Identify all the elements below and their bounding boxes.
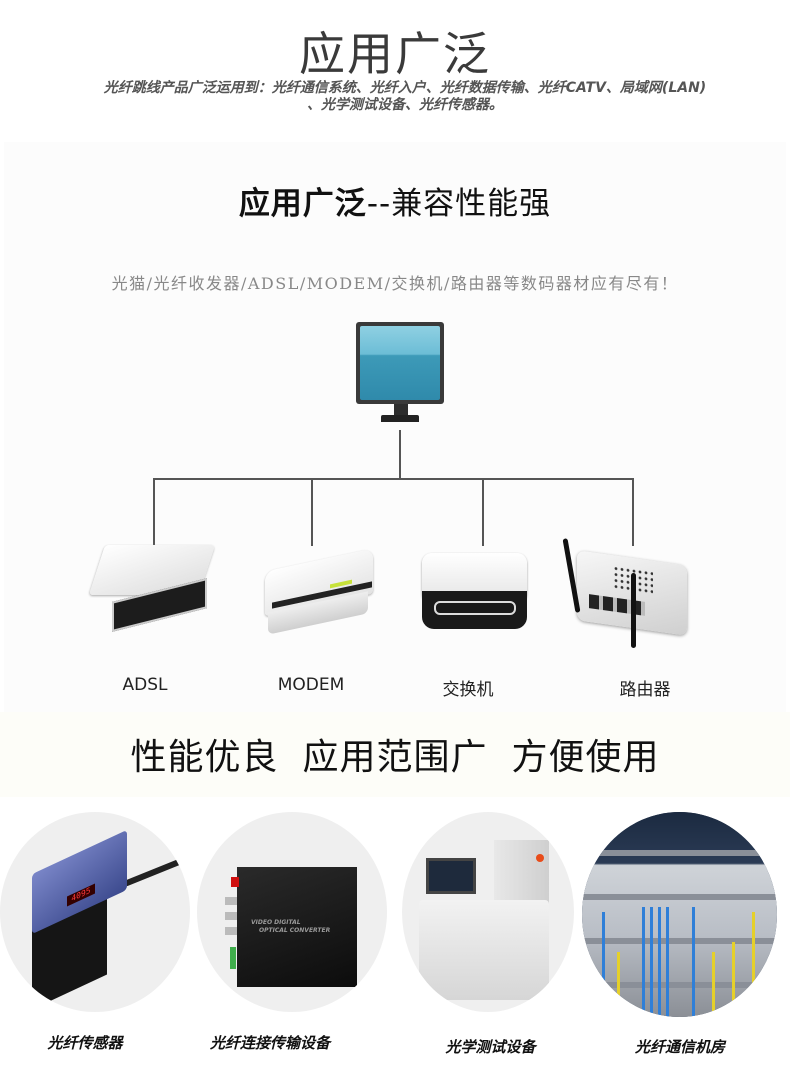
switch-led-panel [434,601,516,615]
blue-patch-cable [666,907,669,1017]
intro-line-2: 、光学测试设备、光纤传感器。 [307,97,503,113]
intro-line-1: 光纤跳线产品广泛运用到：光纤通信系统、光纤入户、光纤数据传输、光纤CATV、局域… [103,80,707,96]
yellow-fiber-cable [617,952,620,1012]
yellow-fiber-cable [732,942,735,1017]
features-band [0,712,790,797]
app-label-server-room: 光纤通信机房 [634,1038,725,1056]
server-rack [582,812,777,1017]
device-label-switch: 交换机 [442,680,494,700]
converter-label: VIDEO DIGITAL OPTICAL CONVERTER [251,919,330,935]
router-device-icon [562,538,690,648]
title-separator: -- [366,186,392,222]
app-label-optical-test: 光学测试设备 [445,1038,536,1056]
title-light: 兼容性能强 [391,186,552,222]
yellow-fiber-cable [752,912,755,1012]
blue-patch-cable [692,907,695,1017]
switch-device-icon [422,553,527,631]
feature-wide-application: 应用范围广 [302,737,488,778]
router-antenna-right [631,573,636,648]
intro-text: 光纤跳线产品广泛运用到：光纤通信系统、光纤入户、光纤数据传输、光纤CATV、局域… [55,80,755,114]
machine-monitor [426,858,476,894]
optical-test-machine [414,840,554,1005]
header-section: 应用广泛 光纤跳线产品广泛运用到：光纤通信系统、光纤入户、光纤数据传输、光纤CA… [0,0,790,140]
converter-bnc-port [225,927,237,935]
title-bold: 应用广泛 [238,186,367,222]
video-optical-converter-photo: VIDEO DIGITAL OPTICAL CONVERTER [197,812,387,1012]
optical-converter-box: VIDEO DIGITAL OPTICAL CONVERTER [225,867,357,987]
converter-red-port [231,877,239,887]
page-title: 应用广泛 [299,27,491,81]
converter-bnc-port [225,897,237,905]
device-label-modem: MODEM [277,675,345,695]
blue-patch-cable [650,907,653,1017]
tree-branch-router [632,478,634,546]
app-label-connection-equipment: 光纤连接传输设备 [209,1034,330,1052]
tree-trunk-line [399,430,401,480]
optical-test-machine-photo [402,812,574,1012]
feature-easy-use: 方便使用 [511,737,660,778]
blue-patch-cable [642,907,645,1017]
converter-bnc-port [225,912,237,920]
sensor-cable [120,848,190,888]
tree-branch-adsl [153,478,155,546]
monitor-screen [356,322,444,404]
compatibility-title: 应用广泛--兼容性能强 [0,178,790,223]
adsl-device-icon [88,545,216,632]
converter-label-line-2: OPTICAL CONVERTER [259,927,331,934]
yellow-fiber-cable [712,952,715,1017]
converter-label-line-1: VIDEO DIGITAL [251,919,301,926]
monitor-icon [356,322,444,432]
fiber-server-room-photo [582,812,777,1017]
device-label-adsl: ADSL [122,675,168,695]
blue-patch-cable [602,912,605,992]
blue-patch-cable [658,907,661,1017]
machine-indicator-light [536,854,544,862]
app-label-fiber-sensor: 光纤传感器 [47,1034,123,1052]
fiber-sensor-photo: 4095 [0,812,190,1012]
features-line: 性能优良应用范围广方便使用 [0,728,790,780]
modem-device-icon [260,548,375,635]
monitor-base [381,415,419,422]
device-label-router: 路由器 [619,680,671,700]
monitor-screen-glass [360,326,440,400]
monitor-neck [394,404,408,416]
compatibility-subtitle: 光猫/光纤收发器/ADSL/MODEM/交换机/路由器等数码器材应有尽有！ [111,274,679,293]
tree-horizontal-line [153,478,634,480]
feature-performance: 性能优良 [130,737,279,778]
tree-branch-switch [482,478,484,546]
tree-branch-modem [311,478,313,546]
converter-terminal-block [230,947,236,969]
machine-frame [419,900,549,1000]
fiber-sensor-device: 4095 [22,829,190,1010]
